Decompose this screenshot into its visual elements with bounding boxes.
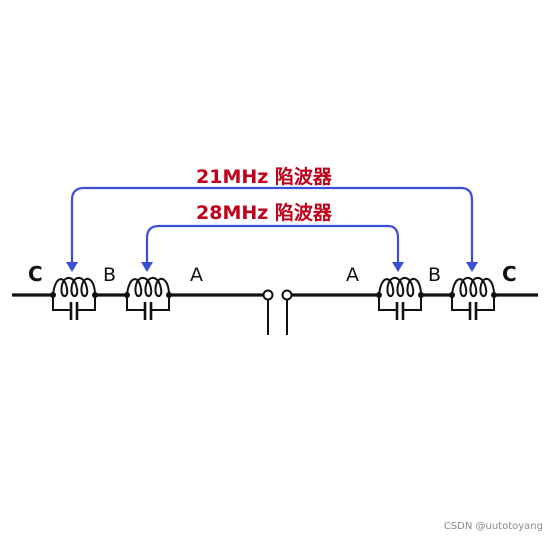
arrowhead-28-left xyxy=(141,262,153,272)
trap-left-inner xyxy=(124,277,172,320)
segment-label-right-c: C xyxy=(502,262,517,286)
segment-label-left-a: A xyxy=(190,264,203,286)
arrow-28mhz xyxy=(145,224,400,268)
arrowhead-21-left xyxy=(66,262,78,272)
arrowhead-28-right xyxy=(392,262,404,272)
trap-right-inner xyxy=(376,277,424,320)
segment-label-left-c: C xyxy=(28,262,43,286)
arrowhead-21-right xyxy=(466,262,478,272)
watermark: CSDN @uutotoyang xyxy=(443,521,543,532)
trap-right-outer xyxy=(449,277,497,320)
segment-label-left-b: B xyxy=(103,264,116,286)
feed-point xyxy=(262,289,293,335)
segment-label-right-b: B xyxy=(428,264,441,286)
arrow-21mhz xyxy=(70,186,474,268)
trap-28mhz-label: 28MHz 陷波器 xyxy=(196,201,333,224)
trap-left-outer xyxy=(50,277,98,320)
segment-label-right-a: A xyxy=(346,264,359,286)
trap-21mhz-label: 21MHz 陷波器 xyxy=(196,165,333,188)
